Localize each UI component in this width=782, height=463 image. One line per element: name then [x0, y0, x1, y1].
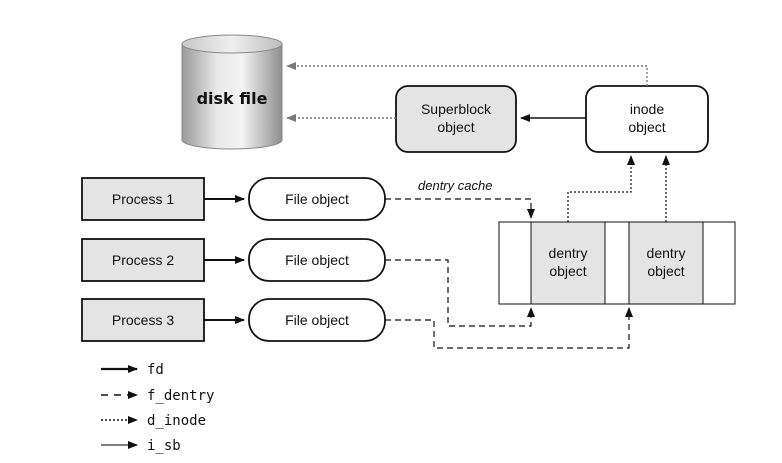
dentry-cache: dentry object dentry object [498, 221, 736, 305]
legend-f-dentry-label: f_dentry [147, 388, 214, 404]
process-1-box: Process 1 [81, 177, 205, 221]
dentry-cache-label: dentry cache [418, 178, 492, 193]
process-1-label: Process 1 [112, 191, 174, 207]
legend-fd: fd [101, 362, 164, 378]
legend-i-sb-label: i_sb [147, 438, 181, 454]
file-object-3-label: File object [285, 312, 349, 328]
disk-file-label: disk file [197, 89, 268, 108]
d-inode-arrow-1 [567, 155, 635, 222]
file-object-1-label: File object [285, 191, 349, 207]
legend-d-inode: d_inode [101, 413, 206, 429]
f-dentry-arrow-3 [385, 307, 633, 349]
file-object-2-label: File object [285, 252, 349, 268]
dentry-1-label-line1: dentry [549, 245, 588, 261]
superblock-label-line1: Superblock [421, 101, 492, 117]
legend-d-inode-label: d_inode [147, 413, 206, 429]
inode-disk-link [286, 62, 648, 86]
process-3-label: Process 3 [112, 312, 174, 328]
process-2-label: Process 2 [112, 252, 174, 268]
legend-f-dentry: f_dentry [101, 388, 214, 404]
process-2-box: Process 2 [81, 238, 205, 282]
f-dentry-arrow-1 [385, 198, 535, 219]
file-object-3: File object [248, 298, 386, 342]
f-dentry-arrow-2 [385, 259, 535, 327]
dentry-2-label-line1: dentry [647, 245, 686, 261]
superblock-label-line2: object [437, 119, 474, 135]
legend: fd f_dentry d_inode i_sb [101, 362, 214, 454]
inode-label-line2: object [628, 119, 665, 135]
legend-fd-label: fd [147, 362, 164, 378]
file-object-2: File object [248, 238, 386, 282]
file-object-1: File object [248, 177, 386, 221]
disk-file: disk file [181, 34, 283, 150]
superblock-object: Superblock object [395, 85, 517, 153]
legend-i-sb: i_sb [101, 438, 181, 454]
dentry-1-label-line2: object [549, 263, 586, 279]
inode-object: inode object [585, 85, 709, 153]
dentry-2-label-line2: object [647, 263, 684, 279]
process-3-box: Process 3 [81, 298, 205, 342]
inode-label-line1: inode [630, 101, 664, 117]
